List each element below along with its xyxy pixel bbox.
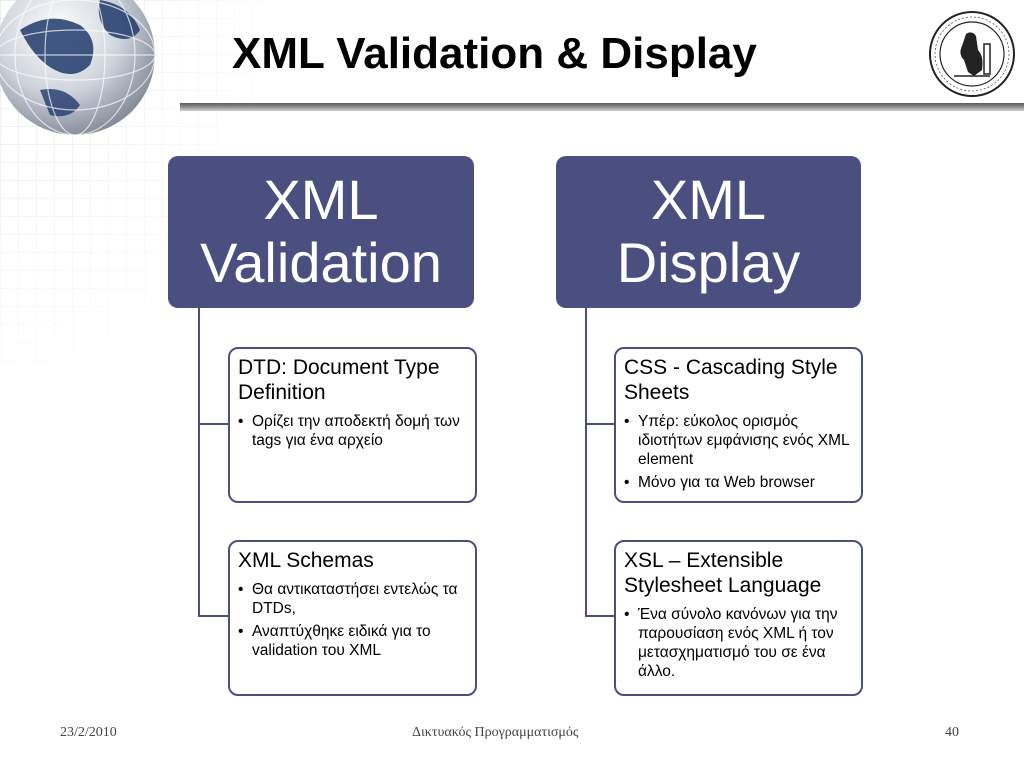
connector-branch — [585, 423, 617, 425]
connector-trunk — [585, 308, 587, 616]
xml-validation-header: XML Validation — [168, 156, 474, 308]
bullet-item: Αναπτύχθηκε ειδικά για το validation του… — [238, 622, 467, 660]
card-title: XML Schemas — [238, 549, 374, 572]
bullet-item: Θα αντικαταστήσει εντελώς τα DTDs, — [238, 580, 467, 618]
bullet-list: Θα αντικαταστήσει εντελώς τα DTDs, Αναπτ… — [238, 580, 467, 660]
card-dtd: DTD: Document Type Definition Ορίζει την… — [228, 347, 477, 503]
bullet-list: Υπέρ: εύκολος ορισμός ιδιοτήτων εμφάνιση… — [624, 412, 853, 492]
connector-trunk — [198, 308, 200, 616]
card-title: DTD: Document Type Definition — [238, 356, 440, 404]
bullet-list: Ένα σύνολο κανόνων για την παρουσίαση εν… — [624, 605, 853, 681]
bullet-item: Ένα σύνολο κανόνων για την παρουσίαση εν… — [624, 605, 853, 681]
slide-title: XML Validation & Display — [232, 29, 757, 78]
connector-branch — [198, 615, 230, 617]
card-title: CSS - Cascading Style Sheets — [624, 356, 838, 404]
footer-date: 23/2/2010 — [60, 725, 117, 740]
header-line-1: XML — [263, 168, 379, 232]
xml-display-header: XML Display — [556, 156, 861, 308]
header-line-2: Display — [616, 231, 801, 294]
university-seal-logo — [929, 11, 1015, 97]
title-divider — [180, 103, 1024, 111]
card-xml-schemas: XML Schemas Θα αντικαταστήσει εντελώς τα… — [228, 540, 477, 696]
bullet-item: Μόνο για τα Web browser — [624, 473, 853, 492]
globe-icon — [0, 0, 156, 136]
connector-branch — [585, 615, 617, 617]
header-line-2: Validation — [200, 231, 442, 294]
header-line-1: XML — [650, 168, 767, 232]
card-title: XSL – Extensible Stylesheet Language — [624, 549, 822, 597]
footer-course: Δικτυακός Προγραμματισμός — [412, 725, 579, 740]
connector-branch — [198, 423, 230, 425]
card-css: CSS - Cascading Style Sheets Υπέρ: εύκολ… — [614, 347, 863, 503]
bullet-list: Ορίζει την αποδεκτή δομή των tags για έν… — [238, 412, 467, 450]
slide-number: 40 — [945, 725, 959, 740]
bullet-item: Υπέρ: εύκολος ορισμός ιδιοτήτων εμφάνιση… — [624, 412, 853, 469]
card-xsl: XSL – Extensible Stylesheet Language Ένα… — [614, 540, 863, 696]
bullet-item: Ορίζει την αποδεκτή δομή των tags για έν… — [238, 412, 467, 450]
